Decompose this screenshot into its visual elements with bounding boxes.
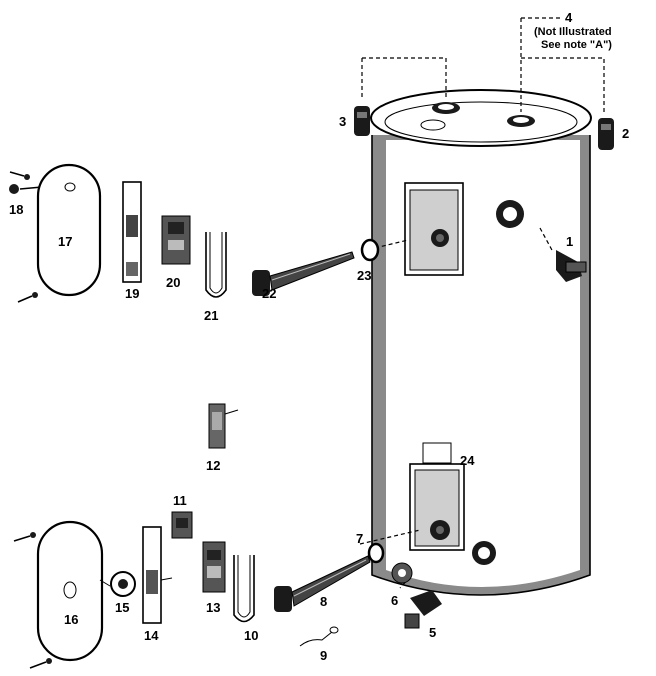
label-23: 23: [357, 268, 371, 283]
screw-upper: [9, 171, 30, 180]
upper-element-opening: [404, 182, 464, 276]
label-15: 15: [115, 600, 129, 615]
upper-access-cover: [36, 163, 102, 297]
label-21: 21: [204, 308, 218, 323]
upper-gasket: [360, 238, 380, 262]
screw-assembly-18: [9, 184, 43, 194]
label-18: 18: [9, 202, 23, 217]
label-22: 22: [262, 286, 276, 301]
note-line-2: See note "A"): [541, 39, 612, 51]
note-line-1: (Not Illustrated: [534, 26, 612, 38]
label-13: 13: [206, 600, 220, 615]
lower-element-clip: [233, 555, 255, 623]
label-20: 20: [166, 275, 180, 290]
label-6: 6: [391, 593, 398, 608]
lower-thermostat-bracket: [142, 526, 173, 624]
drain-valve: [404, 590, 442, 629]
label-9: 9: [320, 648, 327, 663]
insulation-plug: [110, 571, 136, 597]
nipple-2: [598, 118, 614, 150]
label-2: 2: [622, 126, 629, 141]
label-24: 24: [460, 453, 475, 468]
screw-lower-bottom: [29, 658, 52, 669]
screw-lower-left: [17, 292, 38, 303]
upper-element-clip: [205, 232, 227, 298]
upper-thermostat: [161, 215, 191, 265]
rating-label-plate: [422, 442, 452, 464]
label-12: 12: [206, 458, 220, 473]
water-heater-tank: [370, 89, 592, 596]
label-5: 5: [429, 625, 436, 640]
upper-thermostat-bracket: [122, 181, 142, 283]
lower-gasket: [367, 542, 385, 564]
label-17: 17: [58, 234, 72, 249]
wire-nut-9: [299, 626, 339, 647]
label-7: 7: [356, 531, 363, 546]
label-14: 14: [144, 628, 159, 643]
label-8: 8: [320, 594, 327, 609]
tp-relief-valve: [556, 250, 587, 282]
drain-fitting: [391, 562, 413, 584]
label-16: 16: [64, 612, 78, 627]
thermostat-bracket-12: [208, 403, 239, 449]
label-10: 10: [244, 628, 258, 643]
lower-element-opening: [409, 463, 465, 551]
lower-thermostat: [202, 541, 226, 593]
thermostat-block-11: [171, 511, 193, 539]
screw-lower-top: [13, 532, 36, 542]
upper-heating-element: [252, 251, 355, 296]
part-labels: 1 2 3 4 (Not Illustrated See note "A") 5…: [9, 10, 629, 663]
label-19: 19: [125, 286, 139, 301]
lower-access-cover: [36, 520, 111, 662]
lower-heating-element: [274, 555, 371, 612]
label-3: 3: [339, 114, 346, 129]
label-4: 4: [565, 10, 573, 25]
nipple-3: [354, 106, 370, 136]
label-1: 1: [566, 234, 573, 249]
label-11: 11: [173, 493, 187, 508]
